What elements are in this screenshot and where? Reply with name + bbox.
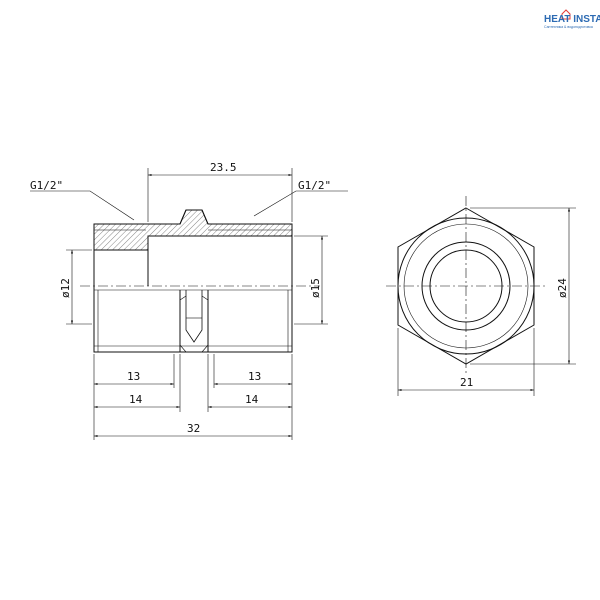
dim-inner-left-label: ø12 xyxy=(59,278,72,298)
dim-diameter-24 xyxy=(470,207,576,365)
outer-circle xyxy=(397,217,535,355)
bore-outer-circle xyxy=(421,241,511,331)
thread-leaders xyxy=(30,190,348,221)
house-icon xyxy=(561,9,571,20)
hex-outline xyxy=(397,207,535,365)
dim-21 xyxy=(397,328,535,396)
thread-label-left: G1/2" xyxy=(30,179,63,192)
dim-13-right-label: 13 xyxy=(248,370,261,383)
dim-14-right-label: 14 xyxy=(245,393,259,406)
dim-13-row xyxy=(93,354,293,440)
bore-inner-circle xyxy=(429,249,503,323)
dim-top-label: 23.5 xyxy=(210,161,237,174)
brand-logo: HEAT INSTALL Сантехника & водоподготовка xyxy=(544,9,600,29)
thread-label-right: G1/2" xyxy=(298,179,331,192)
dim-height-label: ø24 xyxy=(556,278,569,298)
end-view xyxy=(386,196,546,376)
dim-inner-right-label: ø15 xyxy=(309,278,322,298)
dim-width-label: 21 xyxy=(460,376,473,389)
chamfer-circle xyxy=(403,223,529,349)
brand-tagline: Сантехника & водоподготовка xyxy=(544,25,593,29)
brand-name: HEAT INSTALL xyxy=(544,14,600,25)
hex-flat xyxy=(185,290,203,343)
dim-diameter-12 xyxy=(66,249,92,325)
dim-total-label: 32 xyxy=(187,422,200,435)
dim-23-5 xyxy=(147,168,293,222)
side-view xyxy=(80,209,320,353)
dim-diameter-15 xyxy=(294,235,328,325)
dim-13-left-label: 13 xyxy=(127,370,140,383)
dim-14-left-label: 14 xyxy=(129,393,143,406)
dim-14-row xyxy=(94,354,292,412)
